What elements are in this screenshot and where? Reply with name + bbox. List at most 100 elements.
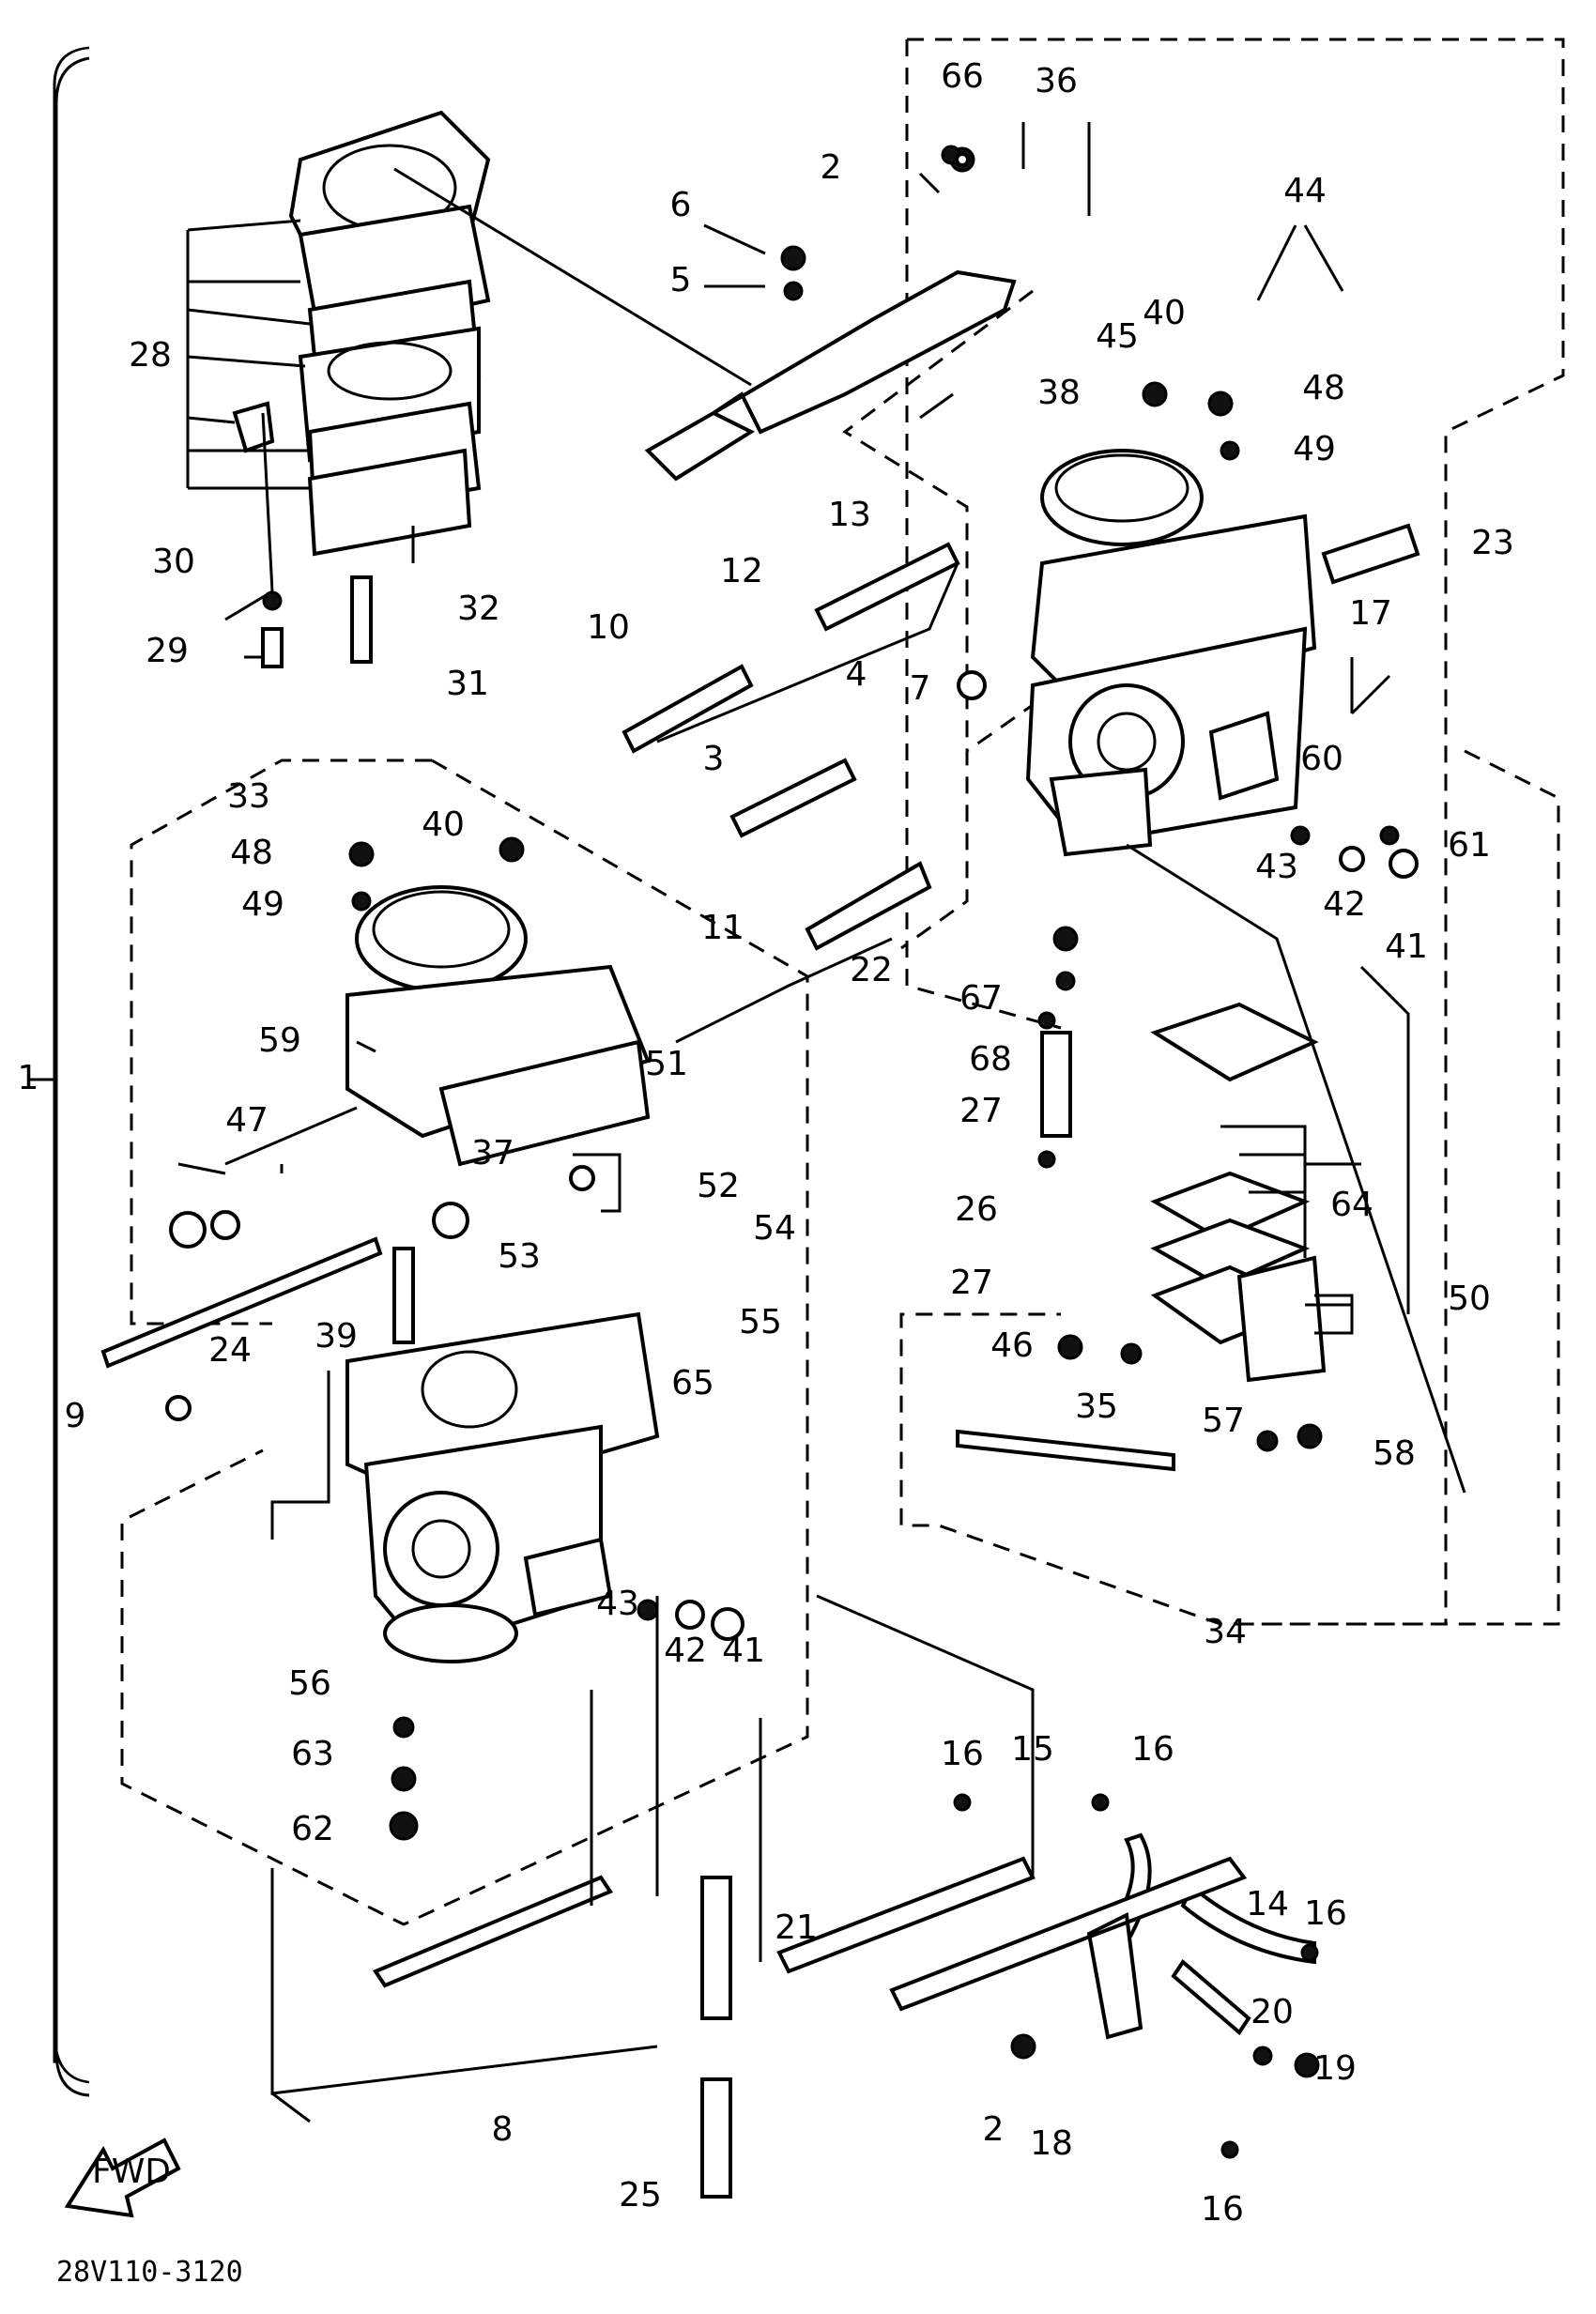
callout-c38: 38 (1037, 374, 1081, 412)
fuel-pump-stack (186, 110, 491, 563)
callout-c27b: 27 (950, 1264, 993, 1302)
callout-c41b: 41 (722, 1632, 765, 1670)
callout-c35: 35 (1075, 1387, 1118, 1426)
callout-c3: 3 (703, 740, 725, 778)
callout-c19: 19 (1313, 2049, 1357, 2088)
callout-c48b: 48 (230, 834, 273, 872)
callout-c33: 33 (227, 777, 270, 816)
assembly-bracket (53, 46, 90, 2084)
subassembly-frame-34 (899, 749, 1560, 1626)
callout-c46: 46 (990, 1326, 1034, 1365)
callout-c68: 68 (969, 1040, 1012, 1079)
callout-c53: 53 (498, 1237, 541, 1276)
callout-c9: 9 (65, 1397, 86, 1435)
callout-c2a: 2 (821, 148, 842, 187)
callout-c16a: 16 (941, 1735, 984, 1773)
callout-c12: 12 (720, 552, 763, 590)
callout-c16c: 16 (1304, 1894, 1347, 1933)
callout-c62: 62 (291, 1810, 334, 1848)
callout-c7: 7 (910, 669, 931, 708)
callout-c63: 63 (291, 1735, 334, 1773)
carburetor-lower (345, 1311, 660, 1663)
callout-c42b: 42 (664, 1632, 707, 1670)
callout-c29: 29 (146, 632, 189, 670)
callout-c51: 51 (645, 1045, 688, 1083)
callout-c66: 66 (941, 57, 984, 96)
callout-c42a: 42 (1323, 885, 1366, 924)
carburetor-middle (345, 885, 651, 1167)
callout-c14: 14 (1246, 1885, 1289, 1923)
fwd-arrow-icon: FWD (64, 2138, 181, 2218)
callout-c16d: 16 (1201, 2190, 1244, 2229)
callout-c57: 57 (1202, 1402, 1245, 1440)
callout-c1: 1 (18, 1059, 39, 1097)
callout-c54: 54 (753, 1209, 796, 1248)
callout-c30: 30 (152, 543, 195, 581)
callout-c49b: 49 (241, 885, 284, 924)
callout-c28: 28 (129, 336, 172, 375)
callout-c16b: 16 (1131, 1730, 1174, 1769)
throttle-rod (100, 1236, 383, 1369)
callout-c44: 44 (1283, 172, 1327, 210)
callout-c67: 67 (959, 979, 1003, 1018)
callout-c59: 59 (258, 1021, 301, 1060)
callout-c8: 8 (492, 2110, 514, 2149)
frame-item-8 (270, 1868, 658, 2123)
choke-shaft (372, 1875, 614, 1988)
callout-c52: 52 (697, 1167, 740, 1205)
frame-center (842, 289, 1034, 950)
link-rod (956, 1429, 1175, 1472)
callout-c24: 24 (208, 1331, 252, 1370)
callout-c37: 37 (471, 1134, 514, 1172)
callout-c41a: 41 (1385, 927, 1428, 966)
callout-c20: 20 (1251, 1993, 1294, 2031)
callout-c26: 26 (955, 1190, 998, 1229)
callout-c45: 45 (1096, 317, 1139, 356)
callout-c25: 25 (619, 2176, 662, 2214)
callout-c18: 18 (1030, 2124, 1073, 2163)
callout-c21: 21 (775, 1908, 818, 1947)
callout-c65: 65 (671, 1364, 714, 1402)
linkage-bracket (644, 269, 1017, 482)
callout-c17: 17 (1349, 594, 1392, 633)
callout-c32: 32 (457, 590, 500, 628)
callout-c23: 23 (1471, 524, 1514, 562)
callout-c49a: 49 (1293, 430, 1336, 468)
callout-c15: 15 (1011, 1730, 1054, 1769)
callout-c43a: 43 (1255, 848, 1298, 886)
callout-c31: 31 (446, 665, 489, 703)
accelerator-pump-stack (1150, 1002, 1354, 1383)
callout-c40a: 40 (1143, 294, 1186, 332)
frame-left-edge (905, 39, 1062, 1030)
mounting-bracket (889, 1856, 1248, 2040)
callout-c36: 36 (1035, 62, 1078, 100)
callout-c50: 50 (1448, 1280, 1491, 1318)
callout-c56: 56 (288, 1664, 331, 1703)
callout-c6: 6 (670, 186, 692, 224)
leader-lines (177, 122, 1466, 1962)
callout-c47: 47 (225, 1101, 269, 1140)
callout-c55: 55 (739, 1303, 782, 1341)
assembly-bracket-line (54, 56, 90, 2097)
leader-bracket (393, 167, 752, 387)
callout-c27a: 27 (959, 1092, 1003, 1130)
callout-c4: 4 (846, 655, 867, 694)
callout-c40b: 40 (422, 805, 465, 844)
tubes (622, 523, 1420, 2199)
callout-c60: 60 (1300, 740, 1343, 778)
fwd-label: FWD (92, 2153, 171, 2191)
callout-c43b: 43 (596, 1585, 639, 1623)
callout-c2b: 2 (983, 2110, 1005, 2149)
callout-c11: 11 (701, 909, 744, 947)
callout-c22: 22 (850, 951, 893, 989)
callout-c39: 39 (315, 1317, 358, 1356)
carburetor-upper-right (1025, 449, 1317, 857)
callout-c61: 61 (1448, 826, 1491, 865)
callout-c48a: 48 (1302, 369, 1345, 407)
fasteners (165, 145, 1419, 2159)
callout-c34: 34 (1204, 1613, 1247, 1651)
callout-c64: 64 (1330, 1186, 1373, 1224)
callout-c58: 58 (1373, 1434, 1416, 1473)
